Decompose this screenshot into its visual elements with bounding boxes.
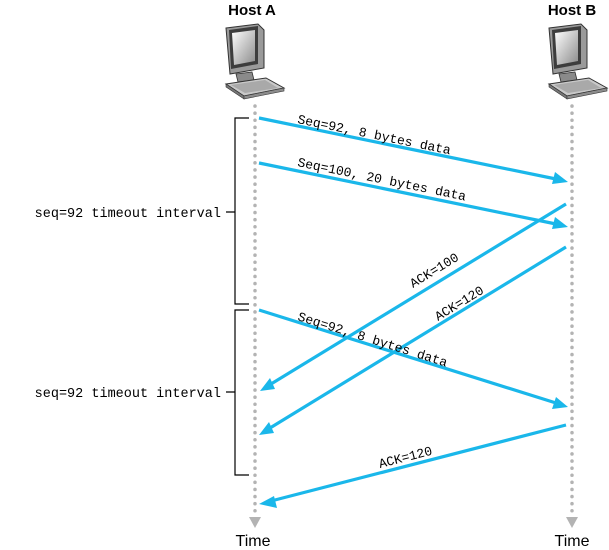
timeout-label-2: seq=92 timeout interval: [35, 387, 221, 402]
timeout-bracket-2: [226, 309, 249, 476]
host-a-time-label: Time: [236, 533, 271, 550]
message-seq92-retransmit: [258, 308, 568, 409]
timeout-bracket-1: [226, 117, 249, 305]
message-ack120-second: [259, 423, 567, 508]
host-a-time-arrowhead: [249, 517, 261, 528]
host-b-computer-icon: [547, 23, 609, 100]
host-b-title: Host B: [548, 2, 597, 19]
host-b-time-arrowhead: [566, 517, 578, 528]
host-a-computer-icon: [224, 23, 286, 100]
message-label-seq92-retransmit: Seq=92, 8 bytes data: [296, 310, 450, 371]
message-ack120-first: [259, 245, 567, 435]
host-a-title: Host A: [228, 2, 276, 19]
message-label-ack120-first: ACK=120: [432, 283, 486, 324]
message-ack100: [260, 202, 567, 391]
host-b-time-label: Time: [555, 533, 590, 550]
message-label-seq100: Seq=100, 20 bytes data: [296, 155, 467, 204]
timeout-label-1: seq=92 timeout interval: [35, 207, 221, 222]
message-label-seq92-first: Seq=92, 8 bytes data: [296, 112, 452, 158]
message-seq100: [258, 161, 568, 229]
message-seq92-first: [258, 116, 568, 184]
